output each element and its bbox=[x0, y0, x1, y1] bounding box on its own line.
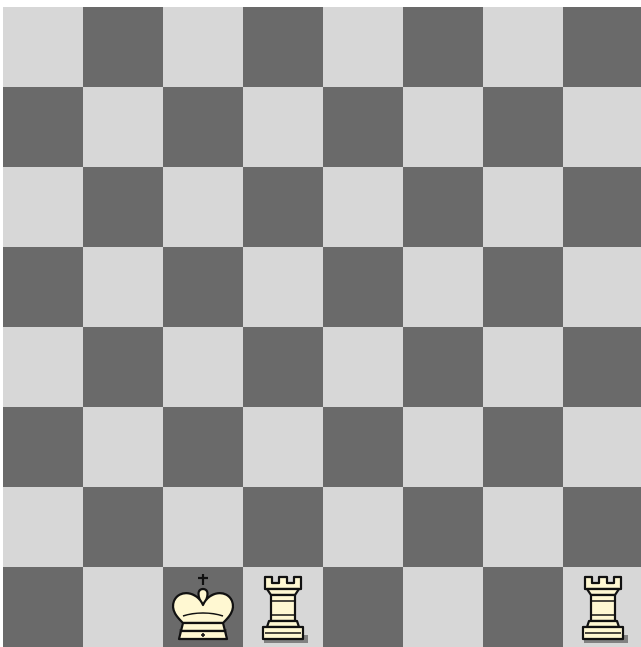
square-b7[interactable] bbox=[83, 87, 163, 167]
square-h4[interactable] bbox=[563, 327, 641, 407]
square-a8[interactable] bbox=[3, 7, 83, 87]
white-rook-icon[interactable] bbox=[573, 571, 633, 643]
square-h6[interactable] bbox=[563, 167, 641, 247]
square-a1[interactable] bbox=[3, 567, 83, 647]
square-f1[interactable] bbox=[403, 567, 483, 647]
square-b1[interactable] bbox=[83, 567, 163, 647]
square-f6[interactable] bbox=[403, 167, 483, 247]
square-e2[interactable] bbox=[323, 487, 403, 567]
square-c3[interactable] bbox=[163, 407, 243, 487]
square-c4[interactable] bbox=[163, 327, 243, 407]
square-d5[interactable] bbox=[243, 247, 323, 327]
square-g4[interactable] bbox=[483, 327, 563, 407]
square-a2[interactable] bbox=[3, 487, 83, 567]
square-c6[interactable] bbox=[163, 167, 243, 247]
square-b2[interactable] bbox=[83, 487, 163, 567]
square-h3[interactable] bbox=[563, 407, 641, 487]
square-c5[interactable] bbox=[163, 247, 243, 327]
square-e6[interactable] bbox=[323, 167, 403, 247]
square-b8[interactable] bbox=[83, 7, 163, 87]
square-h1[interactable] bbox=[563, 567, 641, 647]
white-rook-icon[interactable] bbox=[253, 571, 313, 643]
square-g1[interactable] bbox=[483, 567, 563, 647]
square-f4[interactable] bbox=[403, 327, 483, 407]
square-d8[interactable] bbox=[243, 7, 323, 87]
square-b3[interactable] bbox=[83, 407, 163, 487]
square-e3[interactable] bbox=[323, 407, 403, 487]
square-e4[interactable] bbox=[323, 327, 403, 407]
square-g8[interactable] bbox=[483, 7, 563, 87]
square-a3[interactable] bbox=[3, 407, 83, 487]
square-a5[interactable] bbox=[3, 247, 83, 327]
square-d7[interactable] bbox=[243, 87, 323, 167]
square-g6[interactable] bbox=[483, 167, 563, 247]
square-f5[interactable] bbox=[403, 247, 483, 327]
square-a7[interactable] bbox=[3, 87, 83, 167]
square-e7[interactable] bbox=[323, 87, 403, 167]
square-d6[interactable] bbox=[243, 167, 323, 247]
square-h7[interactable] bbox=[563, 87, 641, 167]
square-f3[interactable] bbox=[403, 407, 483, 487]
square-d3[interactable] bbox=[243, 407, 323, 487]
square-g5[interactable] bbox=[483, 247, 563, 327]
square-b4[interactable] bbox=[83, 327, 163, 407]
square-c7[interactable] bbox=[163, 87, 243, 167]
square-e8[interactable] bbox=[323, 7, 403, 87]
square-a6[interactable] bbox=[3, 167, 83, 247]
square-d1[interactable] bbox=[243, 567, 323, 647]
square-a4[interactable] bbox=[3, 327, 83, 407]
square-f7[interactable] bbox=[403, 87, 483, 167]
square-d2[interactable] bbox=[243, 487, 323, 567]
square-h2[interactable] bbox=[563, 487, 641, 567]
chess-board bbox=[3, 7, 641, 647]
square-g7[interactable] bbox=[483, 87, 563, 167]
square-e5[interactable] bbox=[323, 247, 403, 327]
square-g2[interactable] bbox=[483, 487, 563, 567]
square-e1[interactable] bbox=[323, 567, 403, 647]
square-b5[interactable] bbox=[83, 247, 163, 327]
square-c1[interactable] bbox=[163, 567, 243, 647]
square-h5[interactable] bbox=[563, 247, 641, 327]
square-b6[interactable] bbox=[83, 167, 163, 247]
square-g3[interactable] bbox=[483, 407, 563, 487]
square-d4[interactable] bbox=[243, 327, 323, 407]
square-h8[interactable] bbox=[563, 7, 641, 87]
square-f2[interactable] bbox=[403, 487, 483, 567]
white-king-icon[interactable] bbox=[167, 571, 239, 643]
square-f8[interactable] bbox=[403, 7, 483, 87]
square-c2[interactable] bbox=[163, 487, 243, 567]
square-c8[interactable] bbox=[163, 7, 243, 87]
